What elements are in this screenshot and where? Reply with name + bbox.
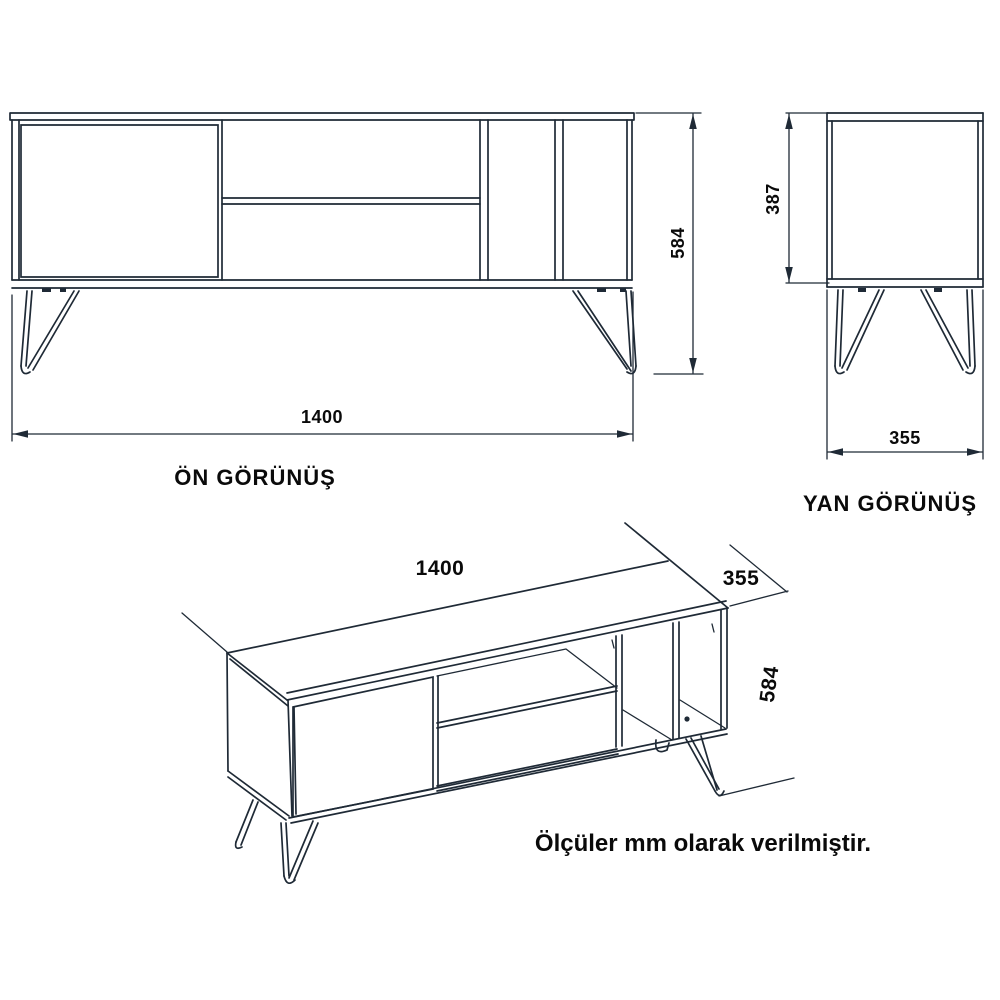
front-width-value: 1400 bbox=[301, 407, 343, 427]
front-width-dimension: 1400 bbox=[11, 291, 634, 442]
front-view: 1400 584 ÖN GÖRÜNÜŞ bbox=[9, 112, 704, 490]
side-view: 387 355 YAN GÖRÜNÜŞ bbox=[763, 112, 984, 516]
front-shelf bbox=[221, 197, 481, 205]
side-height-value: 387 bbox=[763, 183, 783, 215]
front-height-dimension: 584 bbox=[635, 112, 704, 375]
front-view-label: ÖN GÖRÜNÜŞ bbox=[174, 465, 336, 490]
iso-width-value: 1400 bbox=[416, 557, 465, 580]
iso-height-value: 584 bbox=[756, 664, 784, 703]
side-legs bbox=[834, 288, 976, 375]
side-view-label: YAN GÖRÜNÜŞ bbox=[803, 491, 977, 516]
front-door bbox=[20, 124, 219, 278]
iso-height-dimension: 584 bbox=[718, 590, 795, 797]
side-depth-dimension: 355 bbox=[826, 289, 984, 460]
iso-door bbox=[292, 675, 434, 819]
front-dividers bbox=[479, 119, 564, 281]
units-note: Ölçüler mm olarak verilmiştir. bbox=[535, 830, 871, 857]
front-legs bbox=[20, 288, 637, 375]
isometric-view: 1400 355 584 bbox=[181, 522, 795, 885]
iso-width-dimension: 1400 bbox=[181, 557, 465, 653]
side-height-dimension: 387 bbox=[763, 112, 830, 284]
front-carcass bbox=[9, 112, 635, 289]
cam-hole bbox=[684, 716, 690, 722]
iso-legs bbox=[234, 735, 725, 885]
front-height-value: 584 bbox=[668, 227, 688, 259]
iso-shelf bbox=[436, 685, 618, 729]
iso-depth-dimension: 355 bbox=[723, 544, 788, 593]
iso-dividers bbox=[615, 621, 680, 748]
iso-depth-value: 355 bbox=[723, 567, 760, 590]
side-depth-value: 355 bbox=[889, 428, 921, 448]
iso-carcass bbox=[226, 522, 729, 824]
side-carcass bbox=[826, 112, 984, 288]
